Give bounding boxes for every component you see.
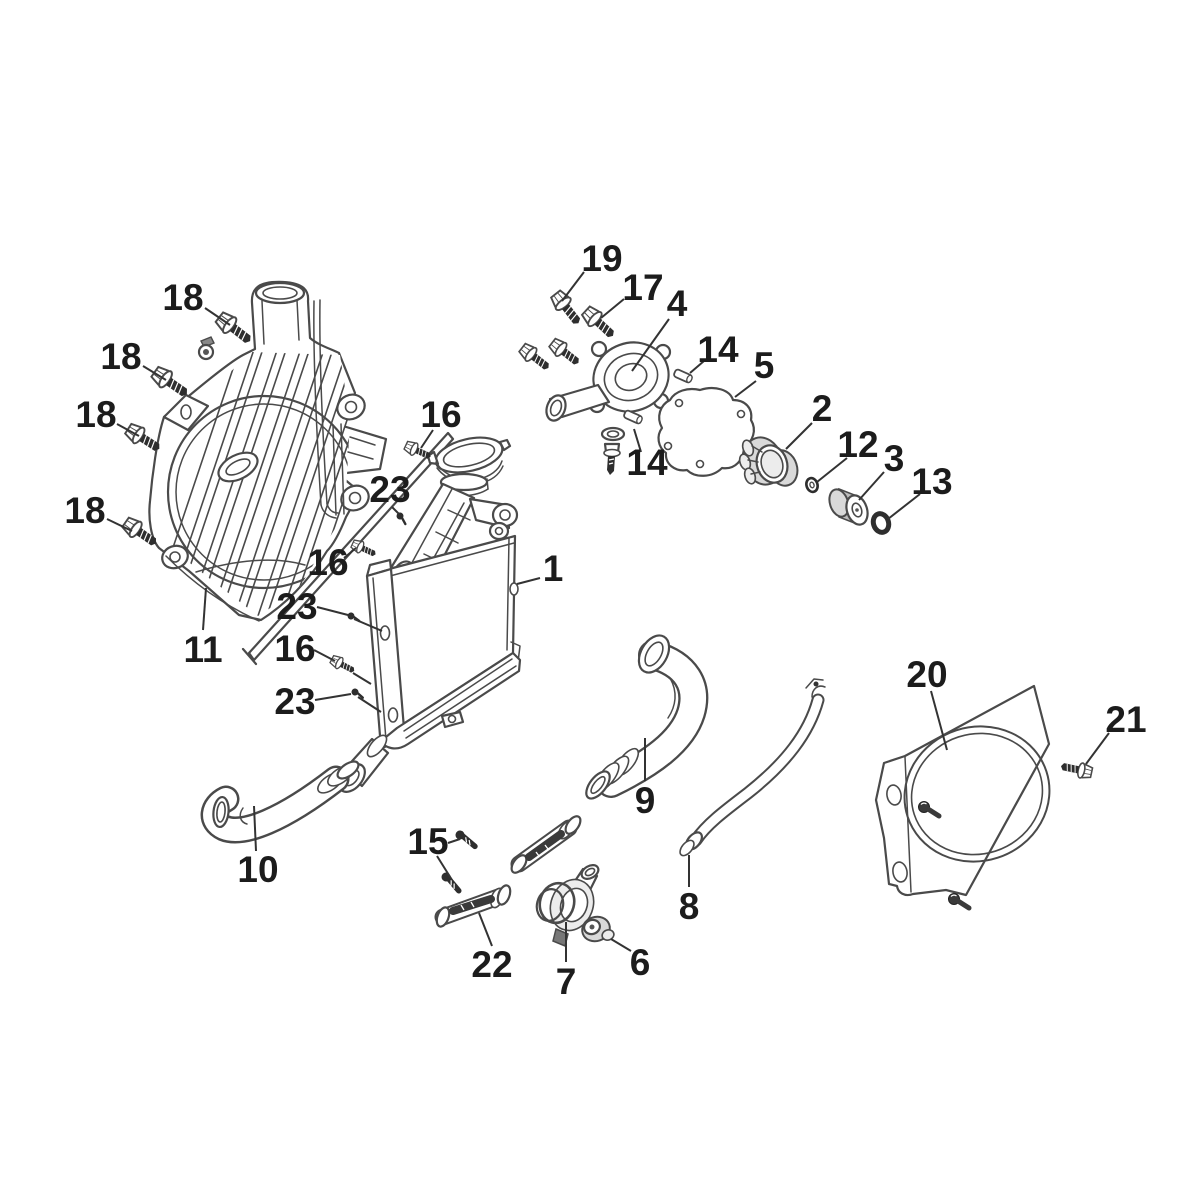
radiator-cap: [426, 436, 512, 485]
part-4-pump-cover: [545, 340, 672, 422]
part-14-pin-lower: [622, 408, 645, 426]
part-18-bolt-1: [212, 308, 257, 350]
part-label-l9: 9: [635, 780, 656, 821]
leader-line-l23b: [353, 618, 383, 632]
part-label-l7: 7: [556, 961, 577, 1002]
part-22-pipe-upper: [510, 815, 582, 874]
part-label-l5: 5: [754, 345, 775, 386]
part-16-bolt-low: [328, 653, 358, 678]
leader-line-l5: [734, 380, 757, 398]
leader-line-l11: [202, 587, 207, 631]
leader-line-l16c: [352, 672, 372, 685]
part-label-l15: 15: [407, 821, 448, 862]
part-label-l4: 4: [667, 283, 688, 324]
part-label-l11: 11: [183, 629, 222, 670]
part-label-l21: 21: [1105, 699, 1146, 740]
part-22-pipe-lower: [434, 884, 512, 928]
leader-line-l15: [436, 855, 453, 881]
part-label-l22: 22: [471, 944, 512, 985]
leader-line-l3: [858, 471, 885, 501]
leader-line-l12: [816, 457, 848, 483]
part-label-l2: 2: [812, 388, 833, 429]
overflow-tube: [313, 299, 339, 519]
leader-line-l14a: [689, 360, 705, 374]
part-label-l14a: 14: [697, 329, 739, 370]
part-label-l19: 19: [581, 238, 622, 279]
part-6-thermostat: [581, 915, 615, 943]
part-9-hose: [585, 634, 709, 800]
leader-line-l21: [1085, 732, 1110, 765]
leader-line-l17: [600, 298, 625, 319]
part-label-l16c: 16: [274, 628, 315, 669]
leader-line-l18b: [142, 365, 167, 381]
part-label-l6: 6: [630, 942, 651, 983]
part-15-screw-b: [439, 871, 464, 891]
part-label-l10: 10: [237, 849, 278, 890]
leader-line-l16c: [313, 649, 336, 662]
leader-line-l1: [516, 577, 541, 585]
part-label-l20: 20: [906, 654, 947, 695]
part-12-washer: [805, 476, 819, 494]
leader-line-l2: [785, 422, 813, 450]
leader-line-l16b: [343, 547, 357, 559]
part-label-l8: 8: [679, 886, 700, 927]
leader-line-l23c: [314, 693, 352, 701]
part-label-l23a: 23: [369, 469, 410, 510]
part-label-l18c: 18: [75, 394, 116, 435]
sensor-fitting: [197, 336, 215, 361]
part-15-screw-a: [454, 830, 478, 847]
leader-line-l19: [561, 271, 585, 302]
part-3-seal: [828, 487, 869, 526]
part-label-l1: 1: [543, 548, 564, 589]
pump-bolt-b: [546, 335, 585, 371]
leader-line-l23c: [357, 696, 382, 713]
part-label-l16b: 16: [307, 542, 348, 583]
part-23-screw-b: [345, 610, 362, 623]
leader-line-l14b: [633, 428, 642, 453]
leader-line-l10: [253, 805, 257, 852]
leader-line-l16a: [420, 429, 434, 449]
leader-line-l6: [610, 938, 632, 952]
part-7-thermostat-cover: [535, 864, 600, 948]
part-10-hose: [200, 760, 360, 844]
leader-line-l18c: [116, 423, 140, 437]
leader-line-l20: [930, 690, 948, 751]
part-label-l3: 3: [884, 438, 905, 479]
leader-line-l18d: [106, 518, 133, 532]
part-label-l13: 13: [911, 461, 952, 502]
part-label-l18d: 18: [64, 490, 105, 531]
part-20-fan-shroud: [874, 684, 1051, 908]
leader-line-l15: [447, 838, 461, 844]
leader-line-l22: [478, 912, 493, 947]
part-8-hose: [679, 678, 826, 857]
part-17-bolt: [578, 303, 621, 344]
part-label-l14b: 14: [626, 442, 668, 483]
leader-line-l23b: [316, 606, 349, 616]
part-label-l16a: 16: [420, 394, 461, 435]
leader-line-l18a: [204, 307, 231, 326]
pump-bolt-washer: [600, 426, 626, 475]
part-label-l23c: 23: [274, 681, 315, 722]
part-2-impeller: [738, 436, 799, 487]
part-5-gasket: [657, 386, 755, 477]
part-label-l23b: 23: [276, 586, 317, 627]
part-label-l18a: 18: [162, 277, 203, 318]
leader-line-l4: [631, 318, 670, 372]
part-14-pin-upper: [672, 367, 695, 385]
leader-line-l23a: [391, 506, 400, 515]
leader-line-l13: [887, 493, 921, 520]
pump-bolt-a: [516, 340, 555, 376]
part-label-l18b: 18: [100, 336, 141, 377]
part-23-screw-c: [349, 686, 366, 699]
part-13-oring: [870, 511, 892, 535]
part-label-l12: 12: [837, 424, 878, 465]
part-label-l17: 17: [622, 267, 663, 308]
